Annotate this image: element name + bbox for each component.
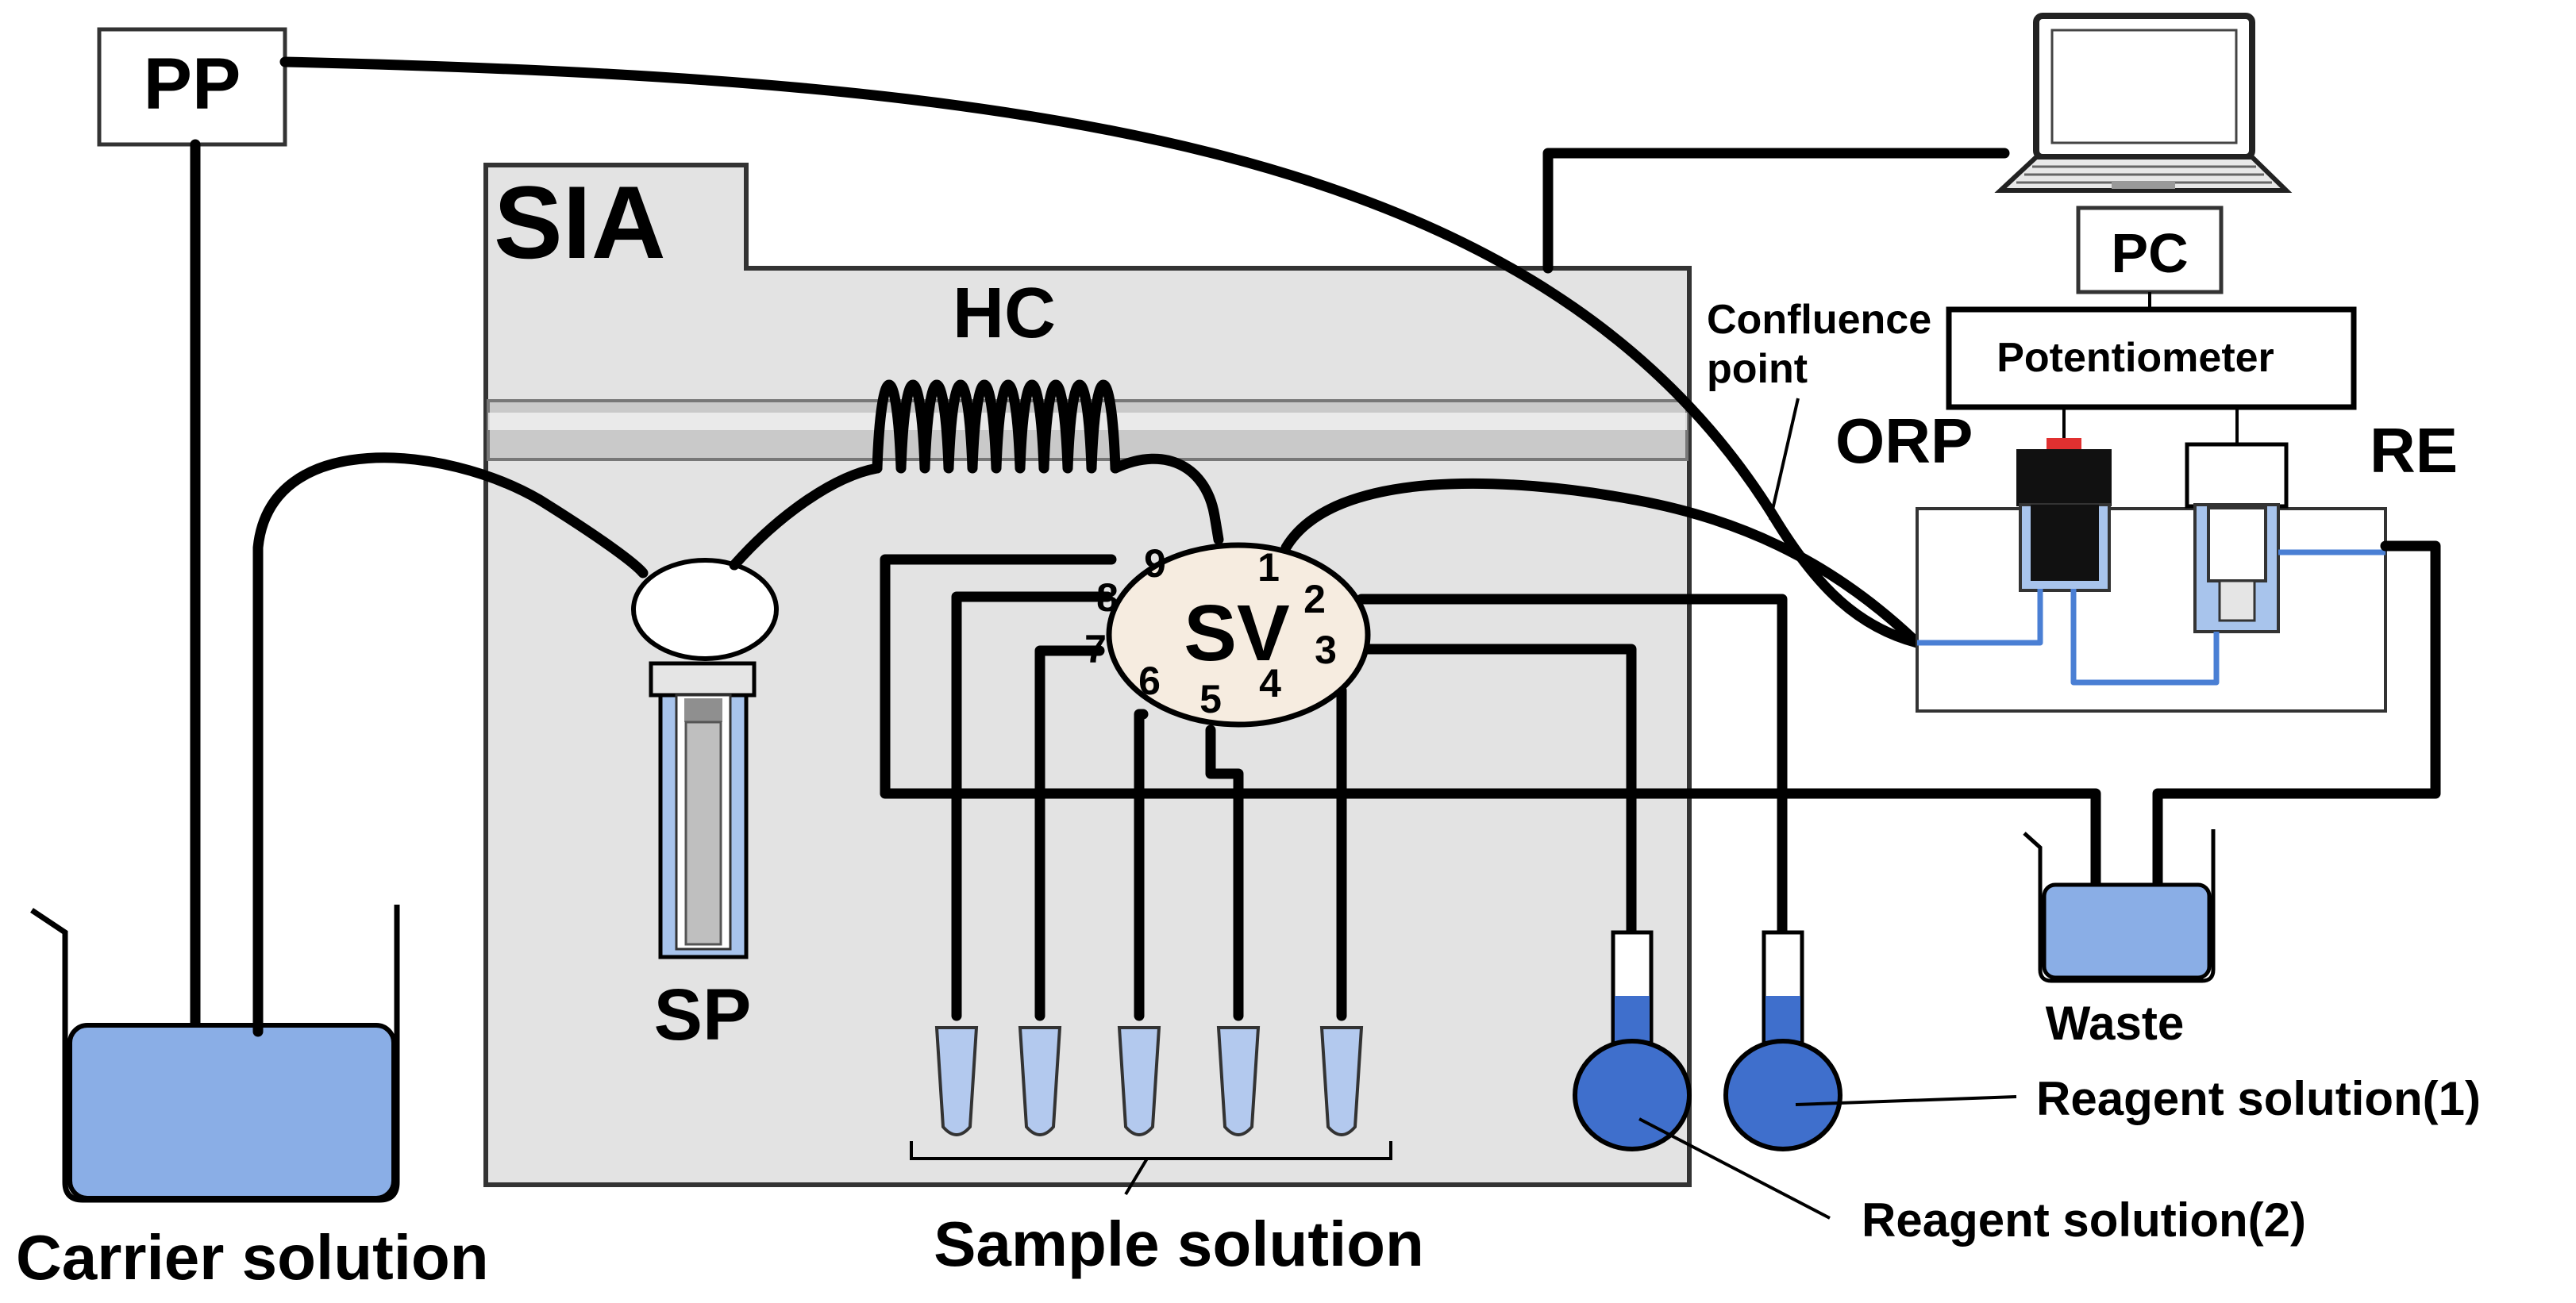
pc-label: PC: [2111, 222, 2188, 284]
syringe-pump: [631, 558, 779, 959]
reagent1-tube: [1356, 594, 1788, 946]
sv-label: SV: [1184, 589, 1290, 678]
confluence-label-line1: Confluence: [1707, 297, 1931, 343]
confluence-label-line2: point: [1707, 346, 1808, 392]
sp-label: SP: [654, 974, 752, 1055]
valve-port-6: 6: [1138, 659, 1161, 703]
valve-port-3: 3: [1315, 628, 1337, 672]
reagent1-leader: [1795, 1095, 2017, 1106]
sample-vials: [934, 1026, 1364, 1136]
reagent2-leader: [1638, 1117, 1831, 1220]
selection-valve: [1106, 542, 1371, 728]
hc-label: HC: [953, 274, 1056, 353]
valve-port-9: 9: [1144, 541, 1166, 586]
waste-beaker: [2023, 829, 2216, 983]
waste-label: Waste: [2046, 997, 2185, 1050]
sia-label: SIA: [494, 164, 666, 280]
orp-label: ORP: [1835, 406, 1973, 476]
sample-solution-label: Sample solution: [934, 1209, 1424, 1279]
potentiometer-box: [1946, 306, 2357, 410]
valve-port-2: 2: [1303, 577, 1326, 621]
valve-port-7: 7: [1084, 627, 1107, 671]
reference-electrode: [2185, 442, 2289, 633]
reagent-flask-1: [1723, 930, 1842, 1151]
sample-tube-2: [1034, 645, 1105, 1021]
valve-port-4: 4: [1259, 661, 1281, 705]
sample-tube-1: [951, 591, 1113, 1021]
reagent-flask-2: [1573, 930, 1692, 1151]
potentiometer-label: Potentiometer: [1996, 335, 2274, 381]
flowcell-to-waste-tube: [2152, 540, 2441, 890]
reagent-solution-2-label: Reagent solution(2): [1862, 1193, 2306, 1247]
valve-port-8: 8: [1096, 575, 1119, 620]
sv-to-confluence-tube: [1280, 478, 1923, 648]
valve-port-5: 5: [1199, 677, 1222, 721]
carrier-to-sp-tube: [252, 452, 649, 1037]
sp-to-hc-tube: [729, 463, 883, 571]
holding-coil: [872, 379, 1121, 474]
sample-tube-3: [1134, 709, 1149, 1021]
flow-cell: [1916, 507, 2387, 713]
pp-label: PP: [144, 44, 241, 125]
confluence-arrow: [1769, 398, 1800, 521]
flow-cell-inlet-line: [1917, 589, 2043, 646]
carrier-solution-label: Carrier solution: [16, 1222, 489, 1293]
pc-box: [2076, 206, 2224, 294]
pp-to-confluence-tube: [279, 56, 1923, 648]
orp-electrode: [2016, 438, 2112, 592]
reagent2-tube: [1356, 644, 1637, 946]
hc-to-sv-tube: [1110, 453, 1224, 545]
sample-tube-4: [1205, 725, 1244, 1021]
valve-port-1: 1: [1257, 545, 1280, 590]
flow-cell-middle-line: [2070, 589, 2220, 686]
carrier-beaker: [30, 905, 400, 1203]
panel-to-laptop-tube: [1542, 148, 2010, 274]
laptop-icon: [1994, 13, 2293, 193]
reagent-solution-1-label: Reagent solution(1): [2036, 1072, 2481, 1125]
re-label: RE: [2370, 415, 2458, 486]
sample-bracket: [910, 1141, 1392, 1196]
port9-to-waste-tube: [880, 554, 2101, 890]
